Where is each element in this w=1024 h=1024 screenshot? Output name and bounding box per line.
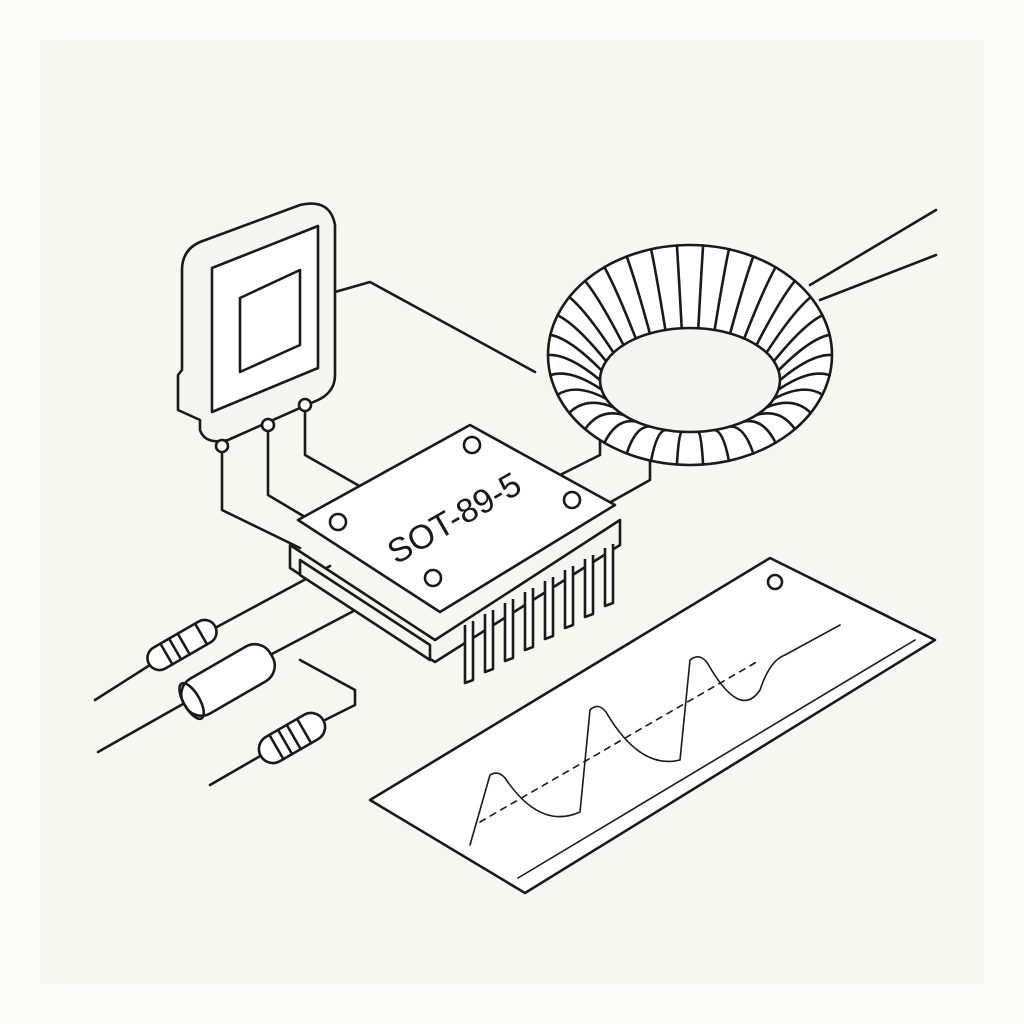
toroid-winding-loop	[603, 419, 638, 445]
resistor-3-band-3	[285, 723, 303, 751]
toroid-winding-loop	[556, 314, 608, 363]
toroid-winding-loop	[568, 401, 615, 415]
chip-pin	[503, 599, 515, 663]
toroid-winding-loop	[549, 372, 603, 391]
waveform-trace	[469, 624, 841, 846]
chip-screw-3	[562, 490, 582, 510]
resistor1-left-lead	[93, 663, 152, 702]
chip-screw-1	[328, 512, 348, 532]
resistor-3-body	[257, 711, 327, 765]
resistor-3-band-1	[268, 733, 285, 761]
toroid-winding-loop	[728, 425, 755, 455]
toroid-winding-loop	[772, 388, 824, 401]
capacitor-left-lead	[96, 698, 192, 754]
toroid-winding-loop	[777, 333, 831, 372]
toroid-winding-loop	[713, 428, 731, 463]
chip-pin	[603, 544, 615, 608]
toroid-winding-loop	[755, 279, 797, 347]
toroid-winding-loop	[697, 244, 705, 330]
toroid-windings	[546, 244, 834, 466]
chip-base	[298, 558, 432, 662]
transformer-icon	[176, 202, 337, 454]
chip-screw-2	[462, 435, 482, 455]
chip-pin	[523, 588, 535, 652]
toroid-winding-loop	[772, 314, 824, 363]
capacitor-end	[178, 681, 206, 721]
toroid-winding-loop	[765, 295, 812, 354]
resistor-1-band-3	[176, 632, 192, 656]
toroid-winding-loop	[546, 353, 602, 382]
chip-screw-4	[423, 568, 443, 588]
resistor-3-band-4	[295, 717, 313, 745]
waveform-paper	[368, 556, 937, 895]
wires	[93, 208, 938, 787]
resistor3-left-lead	[208, 753, 264, 787]
wire-transformer-leg-3	[303, 398, 372, 494]
resistor-1-band-4	[193, 622, 209, 646]
chip-top	[296, 423, 617, 614]
capacitor-1	[178, 642, 277, 721]
chip-pin	[563, 566, 575, 630]
waveform-baseline	[517, 639, 916, 879]
toroid-hole	[598, 326, 782, 434]
inductor-lead-2	[818, 253, 938, 302]
resistor-3	[257, 711, 327, 765]
wire-inductor-chip-1	[558, 438, 602, 477]
chip-pins	[463, 544, 615, 685]
toroid-winding-loop	[583, 411, 625, 431]
toroid-winding-loop	[568, 295, 615, 354]
toroid-winding-loop	[778, 353, 834, 382]
toroid-winding-loop	[777, 372, 831, 391]
chip-package: SOT-89-5	[288, 423, 622, 685]
waveform-dashed-axis	[479, 659, 761, 823]
resistor-1-band-2	[167, 637, 183, 661]
wire-transformer-leg-1	[220, 438, 302, 550]
chip-pin	[543, 577, 555, 641]
transformer-pin-2	[260, 417, 276, 433]
toroid-winding-loop	[625, 425, 652, 455]
inductor-lead-1	[808, 208, 938, 287]
toroid-winding-loop	[765, 401, 812, 415]
waveform-sheet	[368, 556, 937, 895]
chip-pin	[583, 555, 595, 619]
toroid-winding-loop	[675, 430, 683, 466]
toroid-winding-loop	[549, 333, 603, 372]
toroid-winding-loop	[728, 255, 755, 335]
chip-pin	[483, 610, 495, 674]
chip-pin	[463, 621, 475, 685]
resistor3-right-lead	[298, 658, 357, 722]
toroid-winding-loop	[742, 419, 777, 445]
toroid-winding-loop	[603, 265, 638, 340]
resistor-1	[146, 618, 218, 672]
resistor-3-band-2	[276, 728, 294, 756]
toroid-winding-loop	[697, 430, 705, 466]
chip-side	[288, 518, 622, 664]
toroid-winding-loop	[583, 279, 625, 347]
toroid-winding-loop	[742, 265, 777, 340]
toroid-winding-loop	[649, 247, 667, 332]
toroid-inductor-icon	[546, 243, 834, 467]
transformer-face	[210, 224, 320, 414]
transformer-window	[238, 268, 302, 374]
toroid-winding-loop	[755, 411, 797, 431]
toroid-winding-loop	[625, 255, 652, 335]
wire-transformer-leg-2	[266, 418, 312, 522]
transformer-pin-3	[297, 397, 313, 413]
toroid-winding-loop	[556, 388, 608, 401]
capacitor-right-lead	[268, 603, 367, 657]
sheet-hole	[766, 573, 784, 591]
transformer-pin-1	[214, 438, 230, 454]
toroid-winding-loop	[649, 428, 667, 463]
toroid-winding-loop	[713, 247, 731, 332]
resistor-1-band-1	[159, 642, 174, 666]
toroid-winding-loop	[675, 244, 683, 330]
wire-transformer-inductor	[333, 280, 537, 374]
